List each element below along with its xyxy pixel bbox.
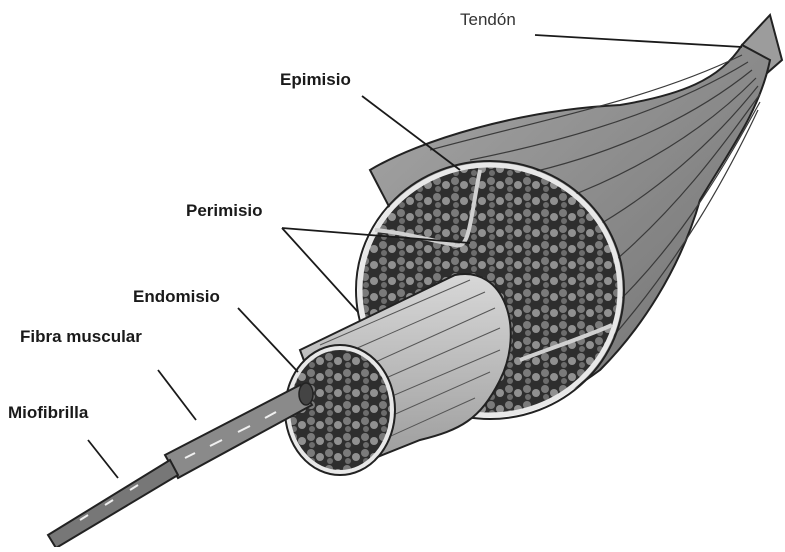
label-tendon: Tendón: [460, 11, 516, 28]
leader-miofibrilla: [88, 440, 118, 478]
leader-fibra: [158, 370, 196, 420]
leader-tendon: [535, 35, 742, 47]
label-fibra-muscular: Fibra muscular: [20, 328, 142, 345]
leader-endomisio: [238, 308, 298, 372]
leader-perimisio-b: [282, 228, 358, 312]
label-miofibrilla: Miofibrilla: [8, 404, 88, 421]
label-perimisio: Perimisio: [186, 202, 263, 219]
label-epimisio: Epimisio: [280, 71, 351, 88]
label-endomisio: Endomisio: [133, 288, 220, 305]
